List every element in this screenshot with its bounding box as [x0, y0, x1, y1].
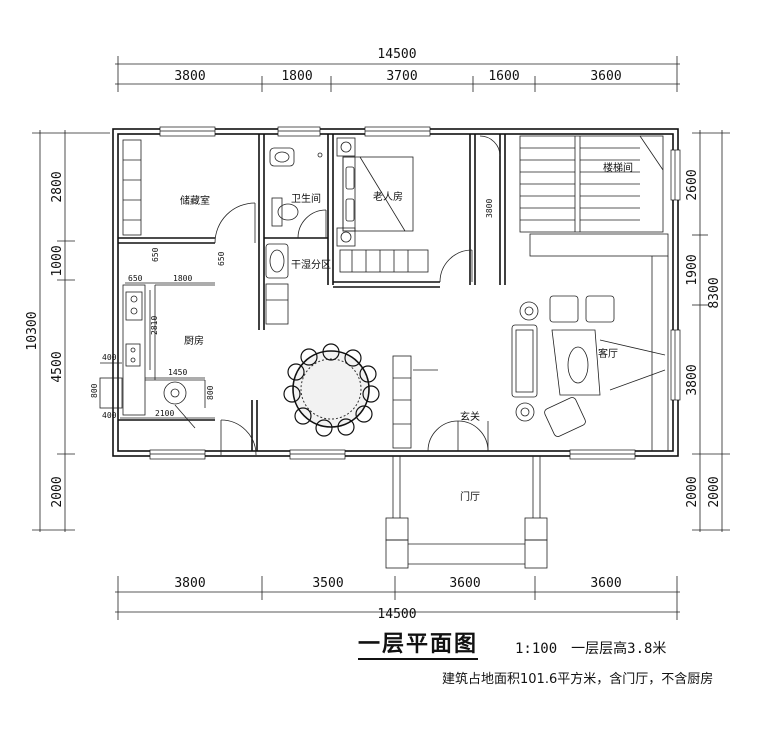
top-dim-1: 3800 [174, 69, 205, 84]
top-dim-2: 1800 [281, 69, 312, 84]
dim-650b: 650 [151, 247, 160, 262]
dim-2810: 2810 [150, 316, 159, 335]
display-cabinet [392, 355, 438, 449]
top-dim-3: 3700 [386, 69, 417, 84]
room-label-living: 客厅 [598, 347, 618, 360]
plan-title: 一层平面图 [358, 632, 479, 660]
dining-table [283, 343, 380, 437]
left-dim-1: 2800 [50, 171, 65, 202]
right-total-dim: 8300 [707, 277, 722, 308]
room-label-entry: 玄关 [460, 410, 480, 423]
left-dimension-chain [32, 130, 110, 532]
kitchen-fixtures [99, 284, 215, 429]
plan-area-note: 建筑占地面积101.6平方米，含门厅，不含厨房 [442, 672, 714, 687]
room-label-wet-dry: 干湿分区 [291, 259, 331, 271]
top-dim-5: 3600 [590, 69, 621, 84]
dim-800a: 800 [90, 383, 99, 398]
right-dim-4: 2000 [685, 476, 700, 507]
top-total-dim: 14500 [377, 47, 416, 62]
left-total-dim: 10300 [25, 311, 40, 350]
dim-2100: 2100 [155, 409, 174, 418]
room-label-stairwell: 楼梯间 [603, 161, 633, 174]
dim-650c: 650 [217, 251, 226, 266]
right-dim-porch: 2000 [707, 476, 722, 507]
bottom-dim-2: 3500 [312, 576, 343, 591]
dim-400a: 400 [102, 353, 117, 362]
top-dimension-chain [115, 56, 680, 92]
room-label-storage: 储藏室 [180, 194, 210, 207]
dim-800b: 800 [206, 385, 215, 400]
room-label-bathroom: 卫生间 [291, 192, 321, 205]
dim-650a: 650 [128, 274, 143, 283]
porch [385, 456, 548, 569]
room-label-kitchen: 厨房 [184, 334, 204, 347]
bottom-dim-4: 3600 [590, 576, 621, 591]
room-label-porch: 门厅 [460, 490, 480, 503]
interior-walls [118, 134, 506, 451]
room-label-elder-room: 老人房 [373, 190, 403, 203]
bottom-dimension-chain [115, 576, 680, 620]
dim-400b: 400 [102, 411, 117, 420]
left-dim-4: 2000 [50, 476, 65, 507]
elder-room-bed [336, 137, 429, 273]
left-dim-2: 1000 [50, 245, 65, 276]
dim-3800-elder: 3800 [485, 199, 494, 218]
bottom-total-dim: 14500 [377, 607, 416, 622]
dim-1450: 1450 [168, 368, 187, 377]
stairs [519, 135, 669, 451]
dim-1800: 1800 [173, 274, 192, 283]
right-dim-1: 2600 [685, 169, 700, 200]
living-room-furniture [511, 295, 666, 437]
bottom-dim-3: 3600 [449, 576, 480, 591]
kitchen-inner-dims [100, 282, 215, 419]
doors [214, 135, 501, 456]
left-dim-3: 4500 [50, 351, 65, 382]
right-dimension-chain [692, 130, 730, 532]
bottom-dim-1: 3800 [174, 576, 205, 591]
outer-walls [112, 128, 679, 457]
storage-shelves [122, 139, 142, 236]
right-dim-2: 1900 [685, 254, 700, 285]
right-dim-3: 3800 [685, 364, 700, 395]
plan-scale: 1:100 一层层高3.8米 [515, 641, 667, 657]
bathroom-fixtures [265, 147, 323, 325]
top-dim-4: 1600 [488, 69, 519, 84]
windows [149, 126, 681, 460]
